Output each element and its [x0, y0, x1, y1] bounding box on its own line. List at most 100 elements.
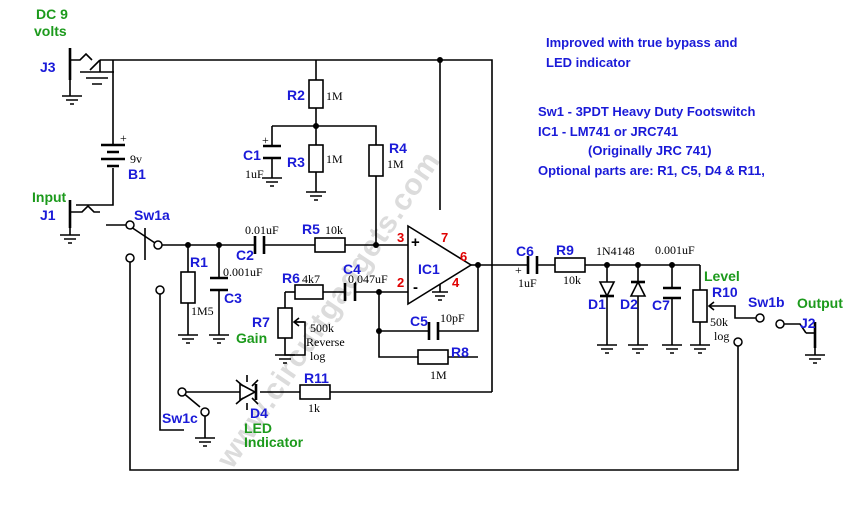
ref-r3: R3 — [287, 154, 305, 170]
resistor-r10 — [692, 289, 708, 323]
pin-2: 2 — [397, 275, 404, 290]
ground-symbols — [60, 95, 825, 447]
value-r7-1: 500k — [310, 321, 334, 335]
label-output: Output — [797, 295, 843, 311]
capacitor-c2 — [253, 236, 266, 254]
r7-wiper-arrow — [292, 317, 304, 327]
ref-c4: C4 — [343, 261, 361, 277]
ref-c5: C5 — [410, 313, 428, 329]
ref-r4: R4 — [389, 140, 407, 156]
pin-4: 4 — [452, 275, 460, 290]
value-c5: 10pF — [440, 311, 465, 325]
ref-r1: R1 — [190, 254, 208, 270]
capacitor-c5 — [427, 322, 440, 340]
note-optional: Optional parts are: R1, C5, D4 & R11, — [538, 163, 765, 178]
ground-icon — [432, 284, 448, 301]
capacitor-c4 — [343, 283, 357, 301]
value-r5: 10k — [325, 223, 343, 237]
value-c6: 1uF — [518, 276, 537, 290]
ref-c1: C1 — [243, 147, 261, 163]
ref-r6: R6 — [282, 270, 300, 286]
value-r8: 1M — [430, 368, 447, 382]
ref-c3: C3 — [224, 290, 242, 306]
note-header-1: Improved with true bypass and — [546, 35, 737, 50]
ref-r10: R10 — [712, 284, 738, 300]
battery-plus-sign: + — [120, 131, 127, 145]
resistor-r7 — [277, 307, 293, 339]
ref-r8: R8 — [451, 344, 469, 360]
ref-c6: C6 — [516, 243, 534, 259]
label-gain: Gain — [236, 330, 267, 346]
value-r3: 1M — [326, 152, 343, 166]
capacitor-c7 — [663, 286, 681, 300]
ref-r2: R2 — [287, 87, 305, 103]
ref-d4: D4 — [250, 405, 268, 421]
ref-b1: B1 — [128, 166, 146, 182]
battery-b1 — [101, 143, 125, 168]
resistor-r8 — [417, 349, 449, 365]
pin-6: 6 — [460, 249, 467, 264]
label-volts: volts — [34, 23, 67, 39]
diode-d1 — [598, 281, 616, 298]
value-c4: 0.047uF — [348, 272, 388, 286]
ref-r9: R9 — [556, 242, 574, 258]
resistor-r1 — [180, 271, 196, 304]
ref-d2: D2 — [620, 296, 638, 312]
resistor-r2 — [308, 79, 324, 109]
value-r9: 10k — [563, 273, 581, 287]
pin-3: 3 — [397, 230, 404, 245]
value-c2: 0.01uF — [245, 223, 279, 237]
value-d1-d2: 1N4148 — [596, 244, 635, 258]
value-r2: 1M — [326, 89, 343, 103]
capacitor-c3 — [210, 276, 228, 292]
label-input: Input — [32, 189, 67, 205]
ref-j1: J1 — [40, 207, 56, 223]
note-sw1: Sw1 - 3PDT Heavy Duty Footswitch — [538, 104, 755, 119]
value-c3: 0.001uF — [223, 265, 263, 279]
jack-j2 — [806, 322, 817, 348]
value-r11: 1k — [308, 401, 320, 415]
switch-contacts — [125, 220, 785, 417]
ref-sw1b: Sw1b — [748, 294, 785, 310]
ref-r11: R11 — [304, 370, 329, 386]
label-dc-9: DC 9 — [36, 6, 68, 22]
value-c1: 1uF — [245, 167, 264, 181]
capacitor-c6 — [526, 256, 539, 274]
c6-plus-sign: + — [515, 263, 522, 277]
value-r4: 1M — [387, 157, 404, 171]
capacitor-c1 — [263, 144, 281, 160]
resistor-r5 — [314, 237, 346, 253]
value-r10-2: log — [714, 329, 729, 343]
label-led: LED — [244, 420, 272, 436]
ref-c2: C2 — [236, 247, 254, 263]
value-b1: 9v — [130, 152, 142, 166]
note-ic1: IC1 - LM741 or JRC741 — [538, 124, 678, 139]
ref-j3: J3 — [40, 59, 56, 75]
ref-sw1c: Sw1c — [162, 410, 198, 426]
value-r1: 1M5 — [191, 304, 214, 318]
jack-j1 — [68, 200, 100, 228]
note-ic1-orig: (Originally JRC 741) — [588, 143, 712, 158]
value-c7: 0.001uF — [655, 243, 695, 257]
opamp-plus-sign: + — [411, 234, 420, 251]
ref-ic1: IC1 — [418, 261, 440, 277]
resistor-r4 — [368, 144, 384, 177]
r10-wiper-arrow — [707, 301, 718, 311]
label-indicator: Indicator — [244, 434, 304, 450]
ref-r7: R7 — [252, 314, 270, 330]
ref-r5: R5 — [302, 221, 320, 237]
resistor-r9 — [554, 257, 586, 273]
ref-j2: J2 — [800, 315, 816, 331]
ref-d1: D1 — [588, 296, 606, 312]
value-r10-1: 50k — [710, 315, 728, 329]
value-r6: 4k7 — [302, 272, 320, 286]
ref-sw1a: Sw1a — [134, 207, 170, 223]
value-r7-3: log — [310, 349, 325, 363]
diode-d2 — [629, 280, 647, 297]
junctions — [185, 57, 675, 334]
pin-7: 7 — [441, 230, 448, 245]
value-r7-2: Reverse — [306, 335, 345, 349]
label-level: Level — [704, 268, 740, 284]
resistor-r11 — [299, 384, 331, 400]
